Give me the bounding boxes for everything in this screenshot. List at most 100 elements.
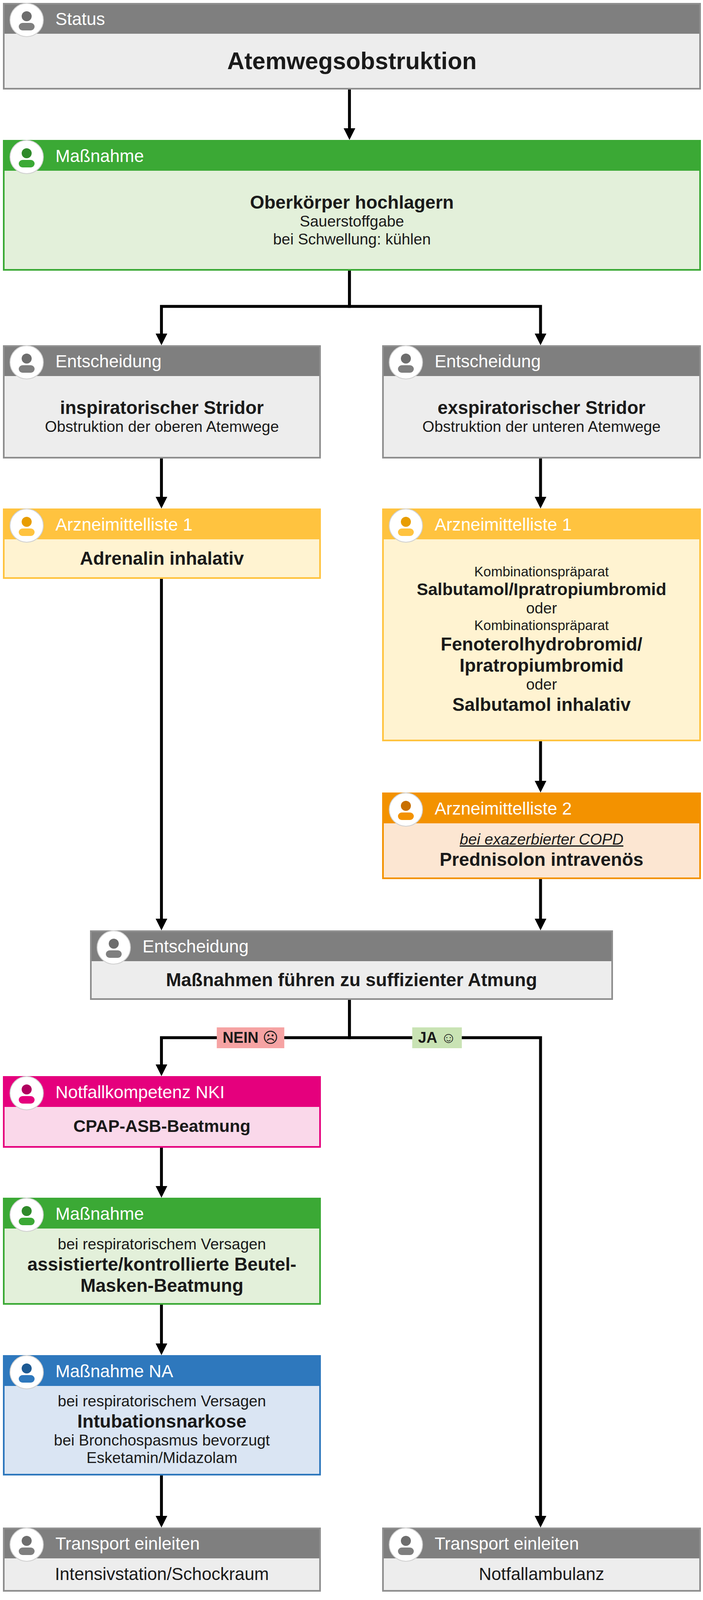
connector-line xyxy=(539,458,543,498)
box-heading: Transport einleiten xyxy=(55,1534,200,1556)
box-text: oder xyxy=(525,676,557,695)
box-body: Notfallambulanz xyxy=(383,1559,700,1592)
flow-arrow xyxy=(155,458,168,509)
arrow-head xyxy=(155,1065,168,1077)
header-icon xyxy=(387,792,424,829)
box-heading: Status xyxy=(55,9,106,30)
connector-line xyxy=(347,89,351,130)
arrow-head xyxy=(534,781,547,794)
box-text: Sauerstoffgabe xyxy=(299,212,404,231)
flow-arrow xyxy=(155,1000,350,1077)
header-icon xyxy=(387,344,424,381)
box-text: Salbutamol inhalativ xyxy=(452,694,631,716)
connector-line xyxy=(161,270,350,335)
box-header: Maßnahme xyxy=(4,141,700,171)
arrow-head xyxy=(155,1516,168,1529)
header-icon xyxy=(8,1355,45,1391)
flow-arrow xyxy=(343,89,356,141)
box-text: assistierte/kontrollierte Beutel-Masken-… xyxy=(13,1254,311,1297)
header-icon xyxy=(8,344,45,381)
header-icon xyxy=(387,1527,424,1564)
box-body: KombinationspräparatSalbutamol/Ipratropi… xyxy=(383,539,700,741)
flow-arrow xyxy=(155,579,168,931)
header-icon xyxy=(8,1197,45,1234)
box-body: Maßnahmen führen zu suffizienter Atmung xyxy=(91,961,612,999)
flow-arrow xyxy=(349,1000,547,1529)
box-header: Maßnahme NA xyxy=(4,1357,320,1387)
box-text: Notfallambulanz xyxy=(478,1565,605,1586)
flow-arrow xyxy=(155,1305,168,1356)
edge-label: JA ☺ xyxy=(412,1028,462,1049)
box-text: bei Schwellung: kühlen xyxy=(272,230,431,249)
header-icon xyxy=(8,507,45,544)
box-text: Atemwegsobstruktion xyxy=(227,47,477,75)
arrow-head xyxy=(343,128,356,141)
box-body: Oberkörper hochlagernSauerstoffgabebei S… xyxy=(4,170,700,270)
box-text: bei exazerbierter COPD xyxy=(459,831,624,850)
box-text: Adrenalin inhalativ xyxy=(80,547,245,570)
box-body: Intensivstation/Schockraum xyxy=(4,1559,320,1592)
box-text: Oberkörper hochlagern xyxy=(250,191,454,213)
box-text: Obstruktion der oberen Atemwege xyxy=(45,418,280,437)
connector-line xyxy=(160,1305,163,1346)
process-box: Arzneimittelliste 2bei exazerbierter COP… xyxy=(382,793,701,880)
box-body: bei exazerbierter COPDPrednisolon intrav… xyxy=(383,823,700,879)
box-heading: Arzneimittelliste 1 xyxy=(434,515,572,536)
box-text: Maßnahmen führen zu suffizienter Atmung xyxy=(165,969,538,991)
flow-arrow xyxy=(155,1476,168,1529)
connector-line xyxy=(160,1476,163,1518)
process-box: Maßnahme NAbei respiratorischem Versagen… xyxy=(2,1355,321,1477)
arrow-head xyxy=(155,1186,168,1199)
process-box: Arzneimittelliste 1KombinationspräparatS… xyxy=(382,508,701,742)
process-box: Entscheidungexspiratorischer StridorObst… xyxy=(382,345,701,459)
box-body: Atemwegsobstruktion xyxy=(4,33,700,88)
header-icon xyxy=(8,1527,45,1564)
process-box: Maßnahmebei respiratorischem Versagenass… xyxy=(2,1198,321,1306)
arrow-head xyxy=(534,497,547,509)
header-icon xyxy=(95,930,132,966)
box-heading: Transport einleiten xyxy=(434,1534,579,1556)
box-heading: Maßnahme xyxy=(55,146,144,167)
connector-line xyxy=(349,270,541,335)
edge-label: NEIN ☹ xyxy=(216,1028,285,1049)
box-body: Adrenalin inhalativ xyxy=(4,539,320,578)
arrow-head xyxy=(534,1516,547,1529)
arrow-head xyxy=(155,497,168,509)
header-icon xyxy=(8,139,45,176)
process-box: EntscheidungMaßnahmen führen zu suffizie… xyxy=(90,930,613,1001)
box-text: CPAP-ASB-Beatmung xyxy=(73,1117,251,1138)
header-icon xyxy=(8,1075,45,1112)
box-header: Maßnahme xyxy=(4,1200,320,1230)
arrow-head xyxy=(534,919,547,931)
arrow-head xyxy=(155,333,168,346)
flow-arrow xyxy=(534,741,547,794)
process-box: Entscheidung inspiratorischer StridorObst… xyxy=(2,345,321,459)
box-text: Kombinationspräparat xyxy=(474,617,609,634)
connector-line xyxy=(349,1000,541,1518)
process-box: MaßnahmeOberkörper hochlagernSauerstoffg… xyxy=(2,140,701,271)
box-body: bei respiratorischem VersagenIntubations… xyxy=(4,1386,320,1475)
box-text: Kombinationspräparat xyxy=(474,564,609,581)
connector-line xyxy=(160,1148,163,1188)
box-heading: Entscheidung xyxy=(142,937,249,958)
box-heading: Notfallkompetenz NKI xyxy=(55,1083,225,1104)
box-text: Intubationsnarkose xyxy=(77,1411,247,1433)
box-text: oder xyxy=(525,600,557,618)
box-heading: Arzneimittelliste 1 xyxy=(55,515,193,536)
header-icon xyxy=(8,2,45,38)
arrow-head xyxy=(155,919,168,931)
header-icon xyxy=(387,507,424,544)
box-heading: Entscheidung xyxy=(55,351,162,373)
flow-arrow xyxy=(155,270,350,346)
box-header: Arzneimittelliste 2 xyxy=(383,794,700,824)
box-header: Arzneimittelliste 1 xyxy=(383,510,700,540)
connector-line xyxy=(160,458,163,498)
connector-line xyxy=(160,579,163,921)
box-header: Transport einleiten xyxy=(4,1530,320,1560)
box-text: Fenoterolhydrobromid/ Ipratropiumbromid xyxy=(392,633,691,677)
box-heading: Entscheidung xyxy=(434,351,541,373)
box-text: bei respiratorischem Versagen xyxy=(57,1393,267,1412)
arrow-head xyxy=(534,333,547,346)
box-body: bei respiratorischem Versagenassistierte… xyxy=(4,1229,320,1304)
box-text: inspiratorischer Stridor xyxy=(60,397,264,419)
